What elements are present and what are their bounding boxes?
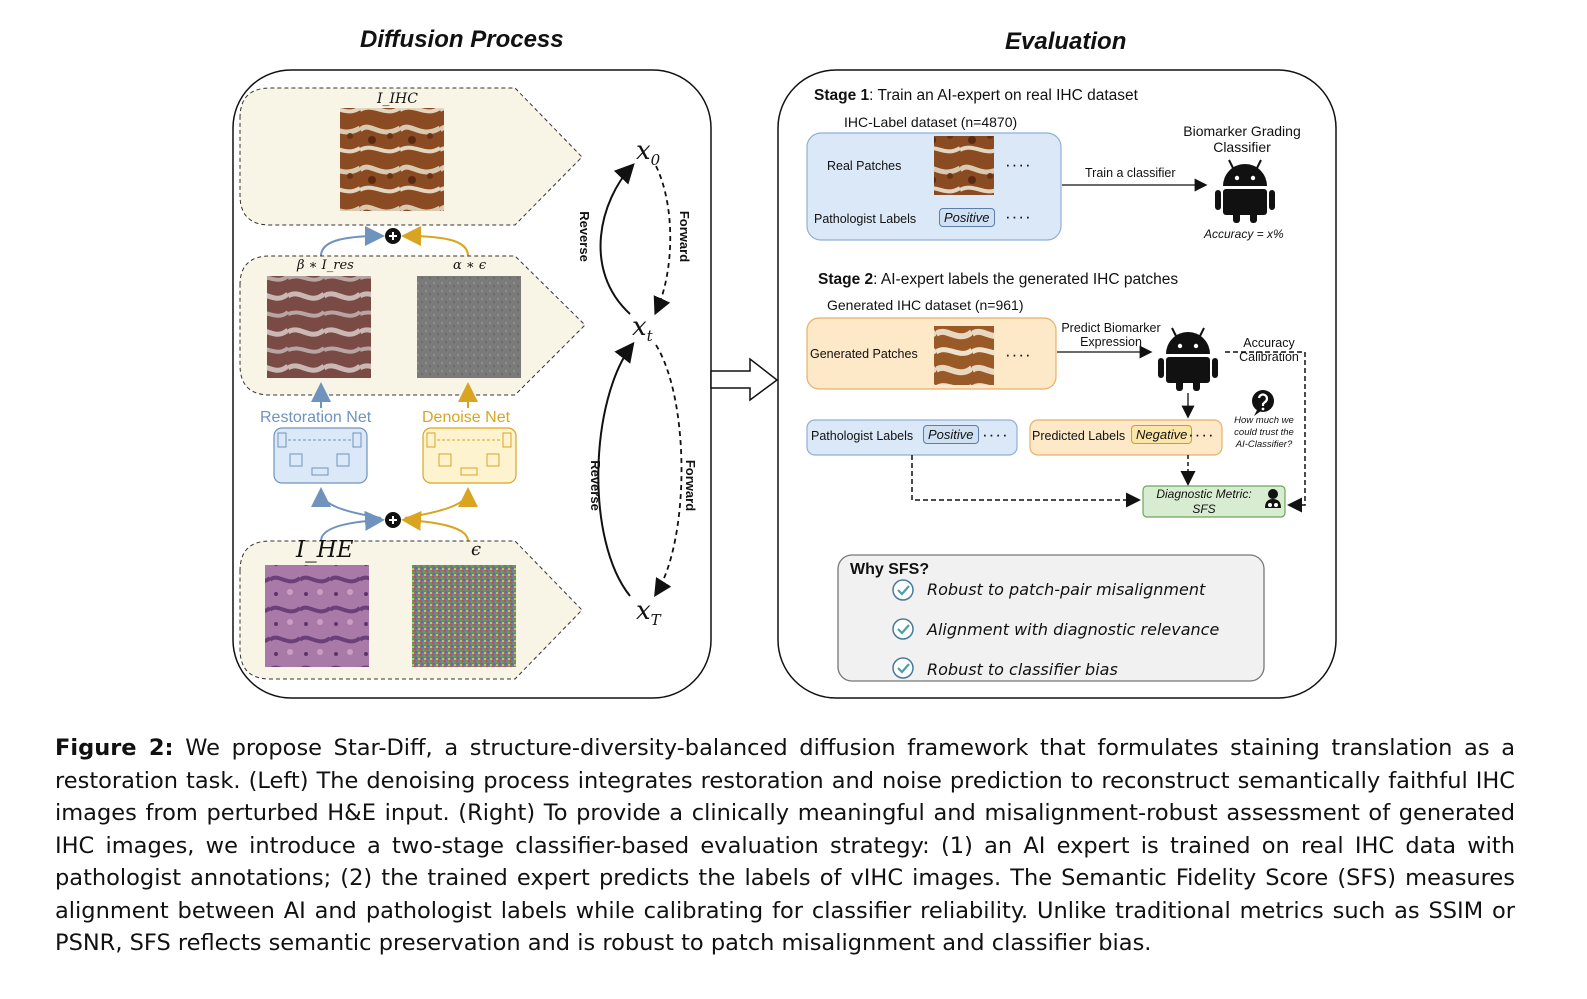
why-item-3: Robust to classifier bias [927, 660, 1118, 679]
stage1-heading: Stage 1: Train an AI-expert on real IHC … [814, 87, 1138, 104]
dots-1: ···· [1005, 155, 1032, 174]
gaussian-noise-image [412, 565, 516, 667]
dots-4: ···· [982, 425, 1009, 444]
why-item-2: Alignment with diagnostic relevance [927, 620, 1220, 639]
pathologist-labels-1: Pathologist Labels [814, 212, 917, 226]
real-patch-image [934, 136, 994, 195]
restoration-image [267, 276, 371, 378]
noise-image [417, 276, 521, 378]
he-image [265, 565, 369, 667]
accuracy-label: Accuracy = x% [1204, 227, 1284, 241]
train-classifier-label: Train a classifier [1085, 166, 1176, 180]
caption-label: Figure 2: [55, 735, 174, 761]
pathologist-labels-2: Pathologist Labels [811, 429, 914, 443]
generated-patches-label: Generated Patches [810, 347, 918, 361]
caption-text: We propose Star-Diff, a structure-divers… [55, 735, 1515, 956]
label-beta: β ∗ I_res [297, 258, 354, 273]
reverse-bottom-label: Reverse [587, 460, 603, 511]
ihc-image [340, 108, 444, 211]
dots-3: ···· [1005, 345, 1032, 364]
generated-dataset-label: Generated IHC dataset (n=961) [827, 297, 1024, 313]
negative-badge: Negative [1131, 425, 1193, 444]
figure-caption: Figure 2: We propose Star-Diff, a struct… [55, 732, 1515, 960]
label-ihe: I_HE [296, 537, 354, 563]
question-icon [1252, 390, 1274, 416]
restoration-net-label: Restoration Net [260, 409, 372, 426]
why-item-1: Robust to patch-pair misalignment [927, 580, 1206, 599]
positive-badge-2: Positive [923, 425, 979, 444]
dots-2: ···· [1005, 207, 1032, 226]
ihc-label-dataset: IHC-Label dataset (n=4870) [844, 114, 1018, 130]
forward-bottom-label: Forward [683, 459, 699, 512]
check-icon-2 [892, 618, 914, 640]
predicted-labels-label: Predicted Labels [1032, 429, 1126, 443]
check-icon-1 [892, 579, 914, 601]
denoise-net-box [422, 427, 517, 484]
panel-arrow [710, 357, 779, 402]
positive-badge-1: Positive [939, 208, 995, 227]
label-alpha: α ∗ ϵ [453, 258, 487, 273]
metric-box [1142, 485, 1286, 518]
evaluation-title: Evaluation [1005, 28, 1127, 55]
real-patches-label: Real Patches [827, 159, 902, 173]
doctor-icon [1265, 489, 1281, 508]
denoise-net-label: Denoise Net [422, 409, 511, 426]
android-icon-2 [1158, 327, 1218, 391]
dots-5: ···· [1188, 425, 1215, 444]
check-icon-3 [892, 657, 914, 679]
why-sfs-title: Why SFS? [850, 561, 930, 578]
diagnostic-metric-label: Diagnostic Metric:SFS [1156, 487, 1252, 516]
diffusion-title: Diffusion Process [360, 26, 564, 53]
label-eps: ϵ [471, 539, 482, 560]
android-icon [1215, 159, 1275, 223]
forward-top-label: Forward [677, 210, 693, 263]
restoration-net-box [273, 427, 368, 484]
reverse-top-label: Reverse [576, 211, 592, 262]
figure-diagram [232, 69, 1337, 699]
stage2-heading: Stage 2: AI-expert labels the generated … [818, 271, 1179, 288]
why-sfs-box [837, 554, 1265, 682]
x0-label: x0 [636, 136, 661, 170]
label-ihc: I_IHC [377, 91, 418, 107]
generated-patch-image [934, 326, 994, 385]
xt-label: xt [632, 312, 653, 346]
xT-label: xT [636, 596, 661, 630]
